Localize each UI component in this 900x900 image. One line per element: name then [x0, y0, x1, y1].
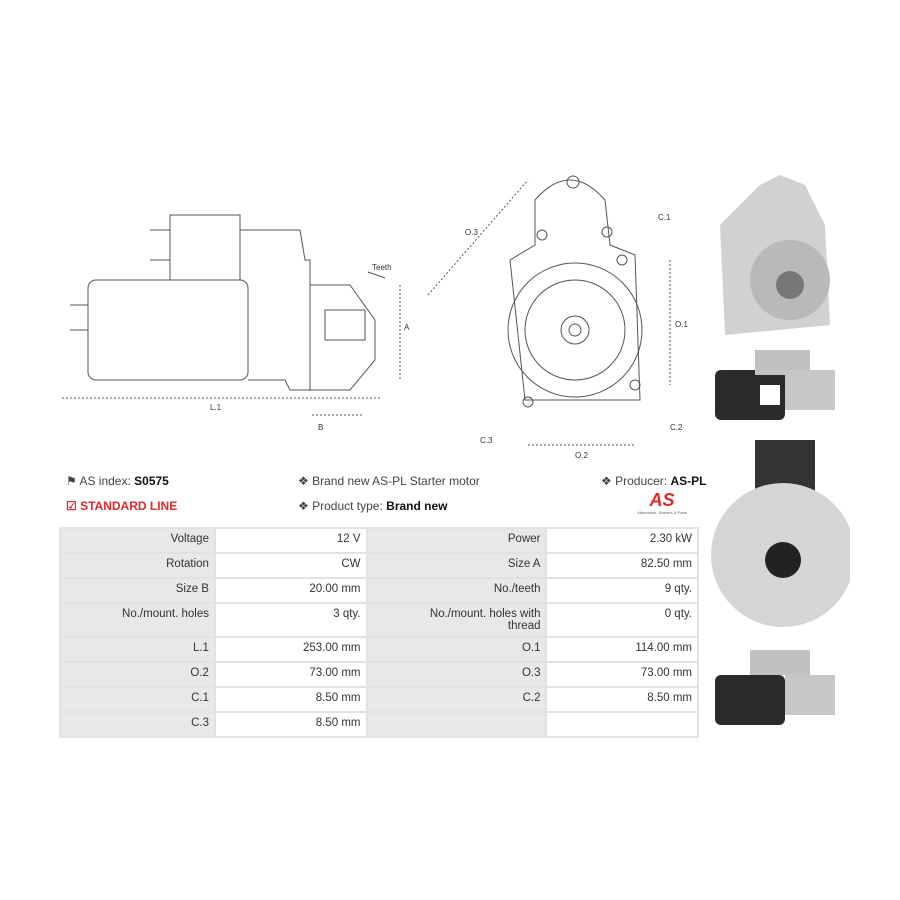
- spec-label: C.2: [365, 686, 548, 713]
- spec-label: O.1: [365, 636, 548, 663]
- label-c3: C.3: [480, 436, 493, 445]
- info-icon: ❖: [298, 474, 309, 488]
- spec-label: C.1: [59, 686, 216, 713]
- product-type: ❖ Product type: Brand new: [298, 499, 448, 513]
- spec-value: 12 V: [213, 527, 368, 554]
- photo-front: [720, 175, 830, 335]
- motor-body: [87, 279, 249, 381]
- spec-label: L.1: [59, 636, 216, 663]
- label-o1: O.1: [675, 320, 688, 329]
- spec-label: O.3: [365, 661, 548, 688]
- spec-label: No./mount. holes: [59, 602, 216, 638]
- spec-label: O.2: [59, 661, 216, 688]
- photo-side-2: [715, 650, 835, 725]
- solenoid: [169, 214, 241, 281]
- spec-value: 9 qty.: [545, 577, 699, 604]
- label-c2: C.2: [670, 423, 683, 432]
- spec-label: Power: [365, 527, 548, 554]
- spec-label: No./mount. holes with thread: [365, 602, 548, 638]
- label-o3: O.3: [465, 228, 478, 237]
- label-a: A: [404, 323, 410, 332]
- spec-label: [365, 711, 548, 738]
- spec-value: 73.00 mm: [213, 661, 368, 688]
- spec-label: Size A: [365, 552, 548, 579]
- spec-value: 2.30 kW: [545, 527, 699, 554]
- label-o2: O.2: [575, 451, 588, 460]
- spec-value: 73.00 mm: [545, 661, 699, 688]
- standard-line: ☑ STANDARD LINE: [66, 499, 178, 513]
- info-icon: ❖: [601, 474, 612, 488]
- label-b: B: [318, 423, 323, 432]
- label-l1: L.1: [210, 403, 222, 412]
- spec-value: 253.00 mm: [213, 636, 368, 663]
- checkbox-icon: ☑: [66, 499, 77, 513]
- technical-drawing: Teeth A B L.1 O.1 O.2 O.3 C.1 C.2 C.3: [62, 175, 688, 460]
- spec-value: 114.00 mm: [545, 636, 699, 663]
- as-pl-logo: AS Alternators, Starters & Parts: [637, 490, 687, 515]
- spec-label: Voltage: [59, 527, 216, 554]
- spec-value: 82.50 mm: [545, 552, 699, 579]
- spec-value: [545, 711, 699, 738]
- spec-value: 0 qty.: [545, 602, 699, 638]
- spec-value: 20.00 mm: [213, 577, 368, 604]
- product-photos: [711, 175, 850, 725]
- spec-value: CW: [213, 552, 368, 579]
- spec-value: 8.50 mm: [545, 686, 699, 713]
- photo-side: [715, 350, 835, 420]
- spec-label: C.3: [59, 711, 216, 738]
- spec-value: 8.50 mm: [213, 686, 368, 713]
- spec-value: 8.50 mm: [213, 711, 368, 738]
- spec-label: No./teeth: [365, 577, 548, 604]
- spec-label: Rotation: [59, 552, 216, 579]
- photo-rear: [711, 440, 850, 627]
- tag-icon: ⚑: [66, 474, 77, 488]
- label-c1: C.1: [658, 213, 671, 222]
- label-teeth: Teeth: [372, 263, 392, 272]
- spec-label: Size B: [59, 577, 216, 604]
- info-icon: ❖: [298, 499, 309, 513]
- as-index: ⚑ AS index: S0575: [66, 474, 169, 488]
- spec-value: 3 qty.: [213, 602, 368, 638]
- producer: ❖ Producer: AS-PL: [601, 474, 707, 488]
- description: ❖ Brand new AS-PL Starter motor: [298, 474, 480, 488]
